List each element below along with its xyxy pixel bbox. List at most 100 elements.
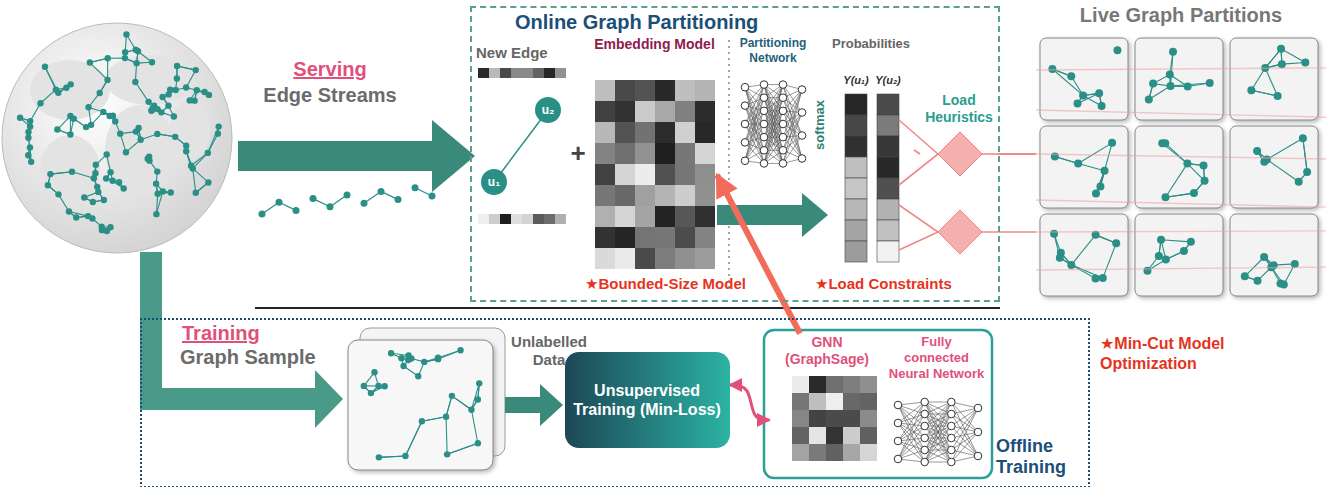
graph-edge <box>107 58 108 80</box>
graph-vertex <box>146 153 152 159</box>
matrix-cell <box>826 393 843 410</box>
network-link <box>925 426 952 462</box>
graph-vertex <box>25 135 31 141</box>
graph-edge <box>447 443 478 454</box>
network-neuron <box>779 133 787 141</box>
graph-vertex <box>149 107 155 113</box>
graph-edge <box>72 172 94 178</box>
matrix-cell <box>595 122 615 143</box>
matrix-cell <box>826 410 843 427</box>
graph-vertex <box>1098 102 1106 110</box>
graph-vertex <box>183 148 189 154</box>
component-box: GNN (GraphSage) <box>770 334 885 468</box>
stream-vertex <box>259 211 266 218</box>
graph-edge <box>193 153 208 169</box>
network-neuron <box>798 155 806 163</box>
matrix-cell <box>615 80 635 101</box>
graph-vertex <box>133 60 139 66</box>
stream-vertex <box>344 192 351 199</box>
node-title: Probabilities <box>828 36 914 51</box>
matrix-cell <box>635 101 655 122</box>
matrix-cell <box>843 444 860 461</box>
probability-cell <box>877 199 899 220</box>
graph-vertex <box>122 55 128 61</box>
component-box: Probabilities <box>828 36 914 266</box>
stream-vertex <box>429 193 436 200</box>
graph-vertex <box>149 107 155 113</box>
node-title: Live Graph Partitions <box>1036 4 1326 27</box>
heuristic-line <box>899 154 938 185</box>
graph-edge <box>438 350 460 359</box>
graph-vertex <box>201 89 207 95</box>
network-link <box>764 98 783 164</box>
flow-arrow <box>717 193 828 237</box>
matrix-cell <box>655 185 675 206</box>
graph-vertex <box>25 152 31 158</box>
network-neuron <box>779 107 787 115</box>
embedding-matrix <box>595 80 715 269</box>
matrix-cell <box>695 122 715 143</box>
graph-vertex <box>388 350 394 356</box>
graph-vertex <box>135 125 141 131</box>
matrix-cell <box>792 393 809 410</box>
graph-vertex <box>132 79 138 85</box>
network-neuron <box>921 422 929 430</box>
graph-edge <box>452 396 472 410</box>
network-neuron <box>974 404 982 412</box>
graph-edge <box>379 456 406 457</box>
graph-vertex <box>27 118 33 124</box>
partition-cell <box>1230 38 1318 120</box>
network-neuron <box>921 446 929 454</box>
graph-vertex <box>205 150 211 156</box>
graph-vertex <box>1184 83 1192 91</box>
connector <box>717 175 800 334</box>
graph-vertex <box>153 211 159 217</box>
heuristic-line <box>899 205 938 232</box>
graph-edge <box>1267 159 1299 181</box>
graph-vertex <box>1092 274 1100 282</box>
network-link <box>925 450 952 462</box>
graph-vertex <box>1157 236 1165 244</box>
graph-vertex <box>1201 177 1209 185</box>
heuristic-diamond <box>938 210 982 254</box>
graph-edge <box>1103 243 1116 278</box>
probability-cell <box>845 199 867 220</box>
graph-vertex <box>421 359 427 365</box>
embedding-cell <box>533 214 544 224</box>
graph-vertex <box>476 380 482 386</box>
network-link <box>925 450 952 462</box>
graph-vertex <box>444 451 450 457</box>
graph-edge <box>1166 193 1194 197</box>
stream-vertex <box>310 195 317 202</box>
matrix-cell <box>792 376 809 393</box>
graph-vertex <box>160 188 166 194</box>
graph-vertex <box>105 55 111 61</box>
graph-vertex <box>1303 168 1311 176</box>
graph-vertex <box>107 224 113 230</box>
node-title: Load Heuristics <box>920 92 998 126</box>
matrix-cell <box>595 248 615 269</box>
network-neuron <box>894 455 902 463</box>
graph-vertex <box>1161 139 1169 147</box>
graph-vertex <box>435 354 441 360</box>
embedding-cell <box>522 68 533 78</box>
graph-vertex <box>1254 277 1262 285</box>
annotation-label: Edge Streams <box>250 84 410 107</box>
graph-vertex <box>205 179 211 185</box>
graph-vertex <box>1112 239 1120 247</box>
graph-edge <box>1078 163 1104 170</box>
matrix-cell <box>675 248 695 269</box>
annotation-label: Serving <box>255 58 405 81</box>
network-link <box>764 85 783 151</box>
graph-vertex <box>165 91 171 97</box>
graph-vertex <box>73 214 79 220</box>
network-neuron <box>974 428 982 436</box>
partition-link <box>1036 110 1326 117</box>
network-neuron <box>894 437 902 445</box>
graph-edge <box>1265 68 1277 96</box>
graph-vertex <box>104 77 110 83</box>
embedding-cell <box>533 68 544 78</box>
vertex-circle <box>535 97 561 123</box>
graph-vertex <box>1092 190 1100 198</box>
network-neuron <box>894 419 902 427</box>
